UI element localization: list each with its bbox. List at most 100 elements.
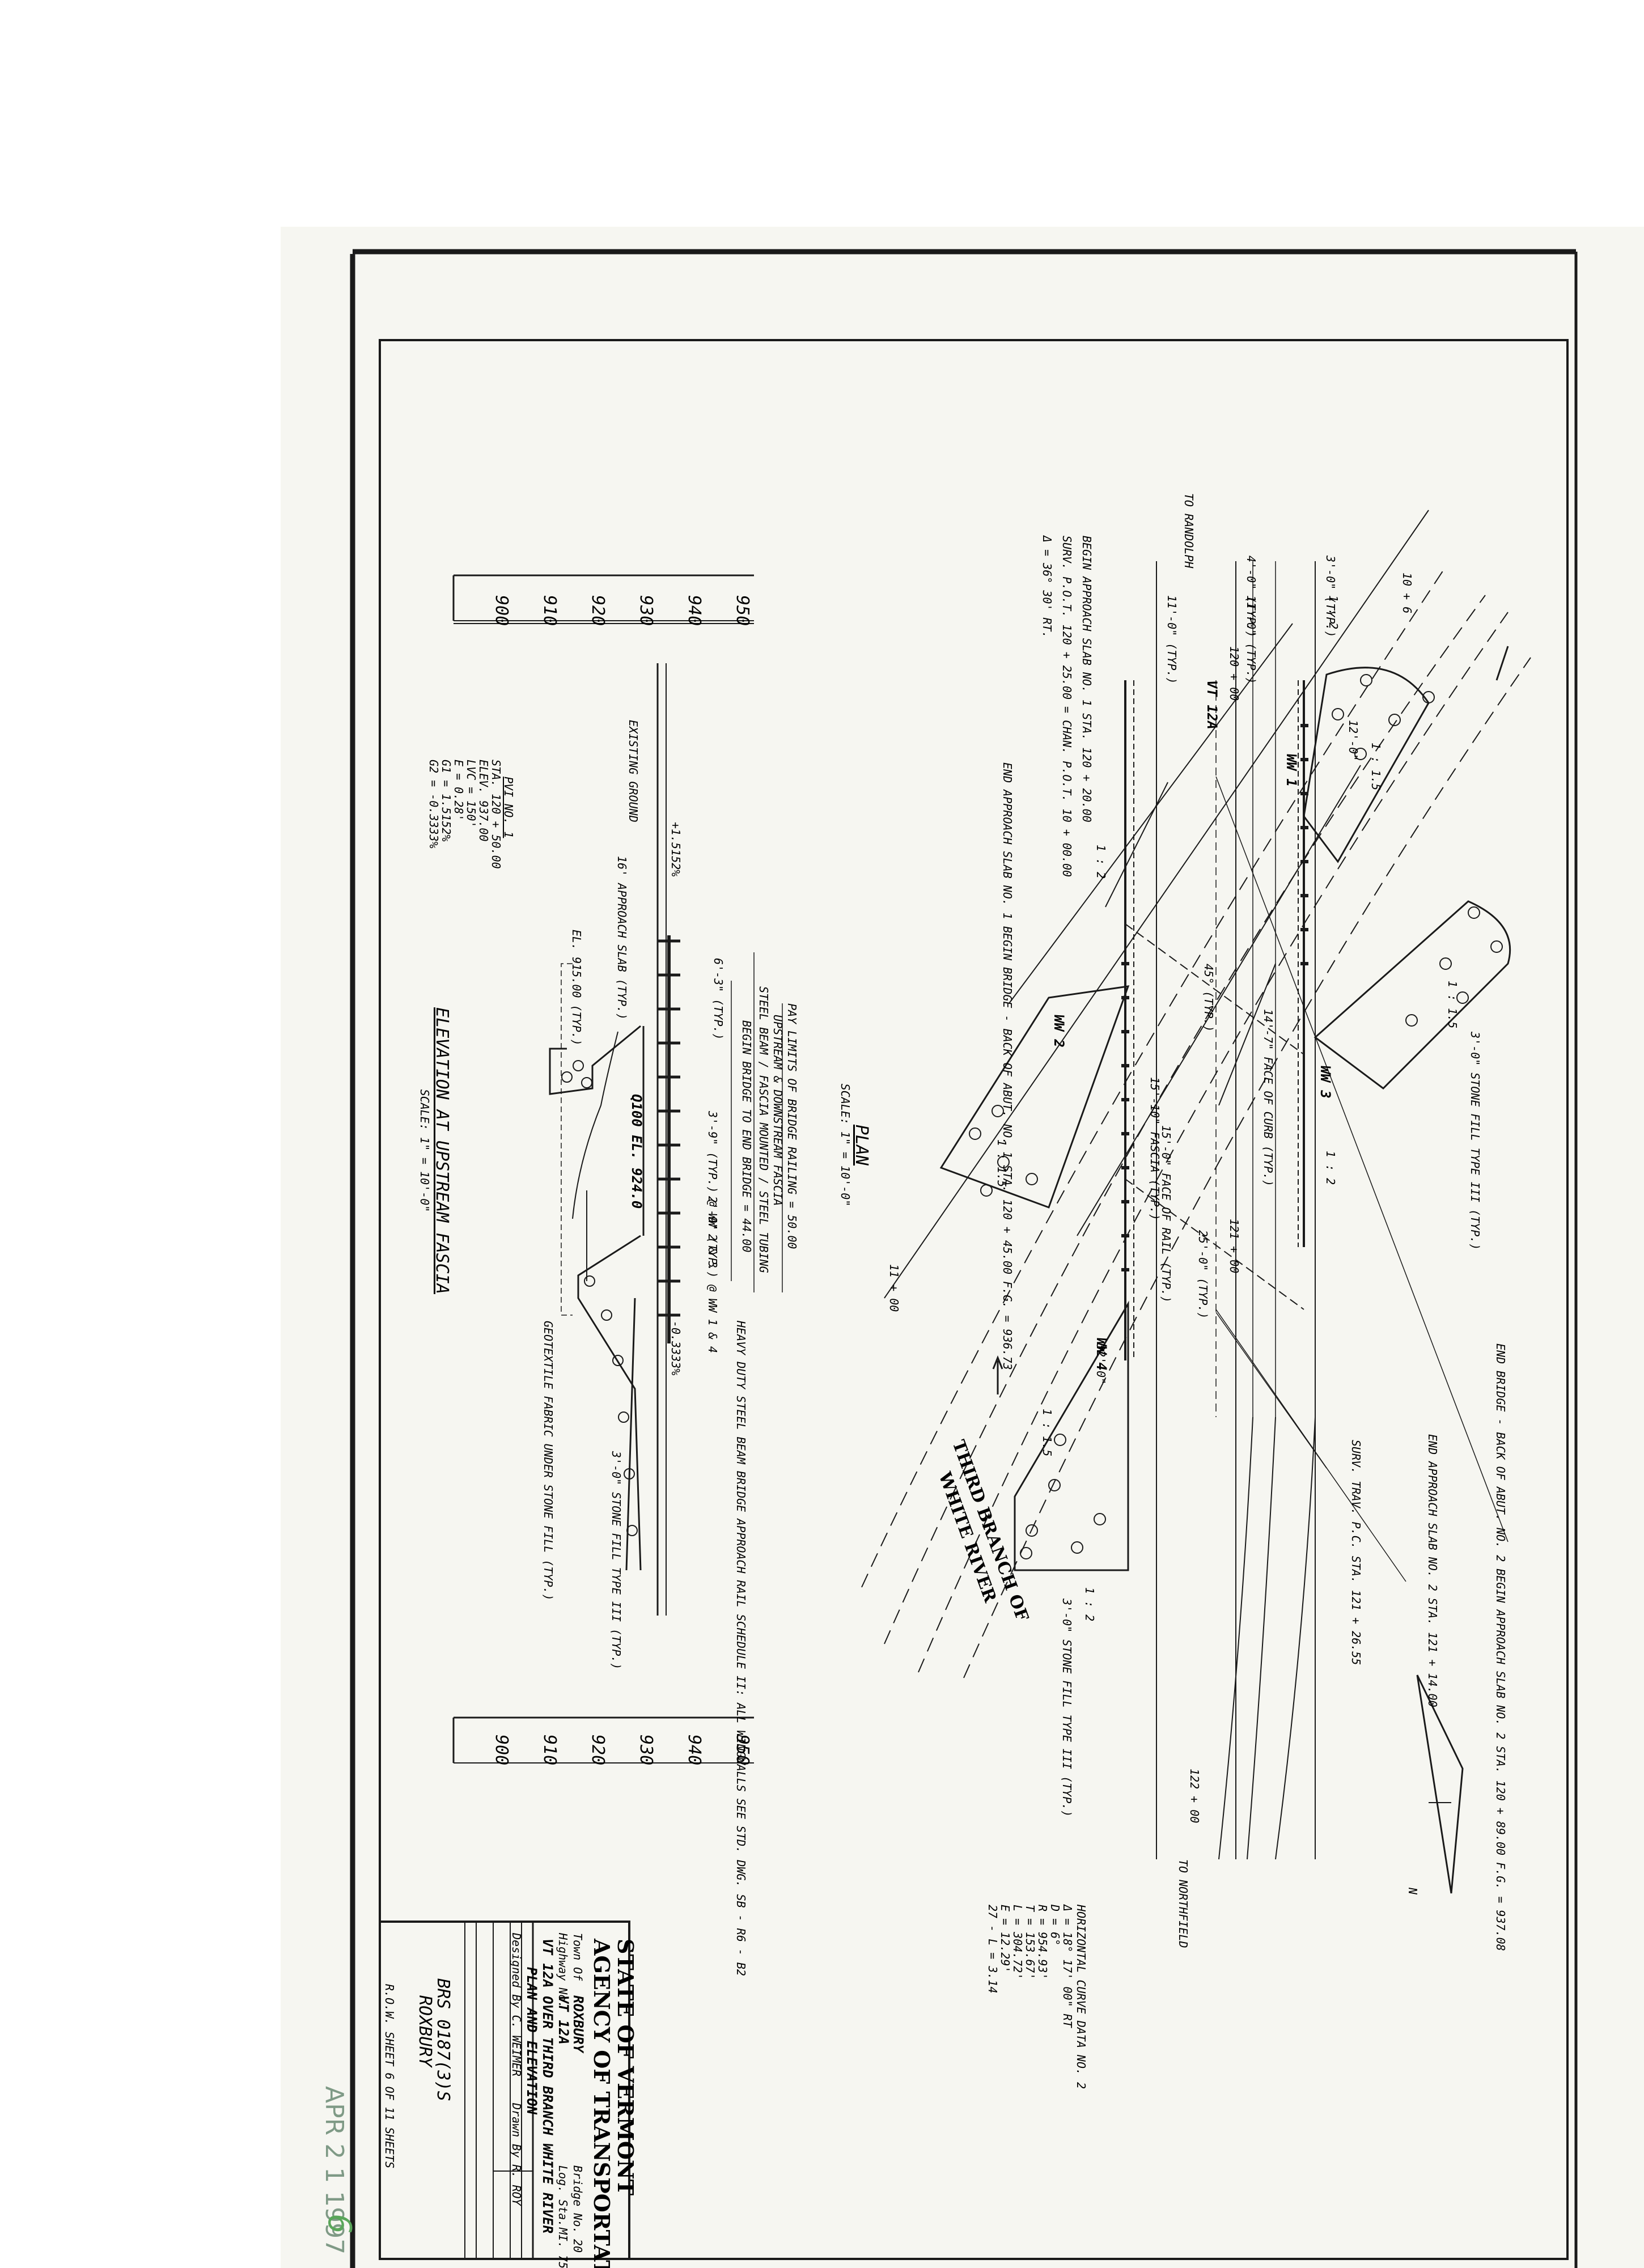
plan-note: SURV. P.O.T. 120 + 25.00 = CHAN. P.O.T. … <box>1060 536 1074 877</box>
scanned-sheet <box>281 227 1644 2268</box>
elevation-note: 3'-9" (TYP.) @ WW 2 & 3 <box>706 1110 719 1268</box>
slope-label: 1 : 2 <box>1094 845 1108 879</box>
curve-data-line: T = 153.67' <box>1023 1905 1037 1979</box>
highway-value: VT 12A <box>556 1995 571 2045</box>
wingwall-label: WW 3 <box>1317 1066 1333 1099</box>
elevation-note: HEAVY DUTY STEEL BEAM BRIDGE APPROACH RA… <box>734 1320 748 1976</box>
log-sta-value: MI. 75 <box>556 2227 570 2268</box>
project-id: ROXBURY BRS 0187(3)S <box>415 1978 453 2101</box>
wingwall-label: WW 1 <box>1283 754 1299 787</box>
elevation-note: UPSTREAM & DOWNSTREAM FASCIA <box>771 1015 785 1206</box>
curve-data-line: D = 6° <box>1048 1904 1062 1945</box>
bridge-no-label: Bridge No. <box>571 2165 584 2233</box>
elevation-view <box>452 574 783 1763</box>
elevation-note: EL. 915.00 (TYP.) <box>570 930 583 1046</box>
lane-width-label: 11'-0" (TYP.) <box>1165 595 1179 684</box>
plan-note: 3'-0" STONE FILL TYPE III (TYP.) <box>1060 1598 1074 1817</box>
station-label: 120 + 00 <box>1227 646 1241 701</box>
plan-note: BEGIN APPROACH SLAB NO. 1 STA. 120 + 20.… <box>1080 536 1094 823</box>
elevation-note: +1.5152% <box>669 822 683 876</box>
pvi-data: PVI NO. 1 STA. 120 + 50.00 ELEV. 937.00 … <box>427 760 515 869</box>
plan-note: 45° (TYP.) <box>1202 964 1215 1032</box>
elevation-note: -0.3333% <box>669 1321 683 1375</box>
elevation-title: ELEVATION AT UPSTREAM FASCIA <box>432 1007 452 1294</box>
axis-label: 930 <box>636 595 656 626</box>
plan-note: 32'-0" <box>1094 1343 1108 1384</box>
curve-data-line: 27 - L = 3.14 <box>986 1905 999 1994</box>
elevation-note: STEEL BEAM / FASCIA MOUNTED / STEEL TUBI… <box>757 986 770 1273</box>
elevation-note: 16' APPROACH SLAB (TYP.) <box>615 856 629 1020</box>
skew-lines <box>884 510 1509 1582</box>
pvi-line: LVC = 150' <box>464 760 478 828</box>
sheet-title: PLAN AND ELEVATION <box>524 1967 540 2115</box>
drawing-frame <box>379 339 1569 2260</box>
elevation-note: BEGIN BRIDGE TO END BRIDGE = 44.00 <box>740 1020 753 1252</box>
fill-slope-label: 1 : 1.5 <box>1369 743 1383 790</box>
pvi-line: E = 0.28' <box>452 760 465 821</box>
sheet-info: R.O.W. SHEET 6 OF 11 SHEETS <box>383 1984 396 2168</box>
plan-note: 25'-0" (TYP.) <box>1196 1230 1210 1319</box>
curve-data-line: Δ = 18° 17' 00" RT <box>1061 1904 1074 2029</box>
river-banks <box>861 566 1531 1678</box>
elevation-note: 2'-9" (TYP.) @ WW 1 & 4 <box>706 1196 719 1353</box>
north-arrow-icon <box>1416 1674 1464 1894</box>
plan-note: 14'-7" FACE OF CURB (TYP.) <box>1261 1009 1275 1186</box>
slope-label: 1 : 2 <box>1083 1587 1096 1621</box>
elevation-note: GEOTEXTILE FABRIC UNDER STONE FILL (TYP.… <box>541 1321 555 1601</box>
bridge-no-value: 20 <box>571 2239 584 2253</box>
stone-fill-areas <box>939 667 1511 1571</box>
station-label: 122 + 00 <box>1188 1769 1201 1823</box>
plan-note: Δ = 36° 30' RT. <box>1040 535 1054 638</box>
plan-note: END BRIDGE - BACK OF ABUT. NO. 2 BEGIN A… <box>1494 1343 1507 1951</box>
axis-label: 950 <box>732 1735 752 1765</box>
pvi-line: G1 = 1.5152% <box>439 760 453 842</box>
title-block <box>379 1921 630 2260</box>
log-sta-label: Log. Sta. <box>556 2165 570 2227</box>
designed-by: Designed By C. WEIMER <box>510 1932 523 2076</box>
elevation-scale: SCALE: 1" = 10'-0" <box>418 1090 431 1213</box>
highway-label: Highway No. <box>556 1932 570 2008</box>
drawn-by: Drawn By R. ROY <box>510 2102 523 2207</box>
axis-label: 910 <box>540 595 560 626</box>
wingwall-label: WW 4 <box>1094 1338 1109 1371</box>
station-label: 11 + 00 <box>887 1264 901 1312</box>
plan-note: END APPROACH SLAB NO. 1 BEGIN BRIDGE - B… <box>1001 762 1014 1370</box>
axis-label: 940 <box>684 1735 704 1765</box>
plan-scale: SCALE: 1" = 10'-0" <box>838 1084 852 1207</box>
slope-label: 1 : 2 <box>1327 595 1340 629</box>
lane-width-label: 3'-0" (TYP.) <box>1324 555 1337 638</box>
project-name: ROXBURY <box>415 1995 435 2068</box>
curve-data-line: E = 12.29' <box>998 1905 1012 1973</box>
rail-posts <box>1121 724 1308 1271</box>
curve-data-title: HORIZONTAL CURVE DATA NO. 2 <box>1074 1904 1088 2089</box>
plan-title: PLAN <box>851 1125 871 1166</box>
elevation-note: PAY LIMITS OF BRIDGE RAILING = 50.00 <box>785 1003 799 1249</box>
town-label: Town Of <box>571 1933 584 1981</box>
to-northfield-label: TO NORTHFIELD <box>1176 1859 1190 1948</box>
wingwall-label: WW 2 <box>1051 1015 1067 1048</box>
curve-data-line: L = 304.72' <box>1011 1905 1024 1979</box>
received-date-stamp: APR 2 1 1997 <box>320 2086 349 2254</box>
fill-slope-label: 1 : 1.5 <box>1446 981 1459 1028</box>
elevation-note: 3'-0" STONE FILL TYPE III (TYP.) <box>609 1451 623 1669</box>
town-value: ROXBURY <box>570 1995 586 2054</box>
elevation-note: 6'-3" (TYP.) <box>711 958 725 1040</box>
pvi-line: G2 = -0.3333% <box>427 760 440 849</box>
road-lines <box>1156 561 1316 1860</box>
agency-name: AGENCY OF TRANSPORTATION <box>589 1938 615 2268</box>
plan-note: 15'-0" FACE OF RAIL (TYP.) <box>1159 1125 1173 1303</box>
axis-label: 920 <box>588 1735 608 1765</box>
project-description: VT 12A OVER THIRD BRANCH WHITE RIVER <box>540 1939 556 2233</box>
station-label: 10 + 6 <box>1400 573 1414 613</box>
plan-view <box>861 510 1531 1894</box>
elevation-note: Q100 EL. 924.0 <box>629 1094 645 1209</box>
road-label: VT 12A <box>1204 680 1220 730</box>
agency-name: STATE OF VERMONT <box>613 1939 638 2195</box>
pvi-line: ELEV. 937.00 <box>477 760 490 842</box>
slope-label: 1 : 2 <box>1324 1151 1337 1185</box>
axis-label: 910 <box>540 1735 560 1765</box>
stamp-number: 6 <box>321 2214 358 2234</box>
axis-label: 940 <box>684 595 704 626</box>
